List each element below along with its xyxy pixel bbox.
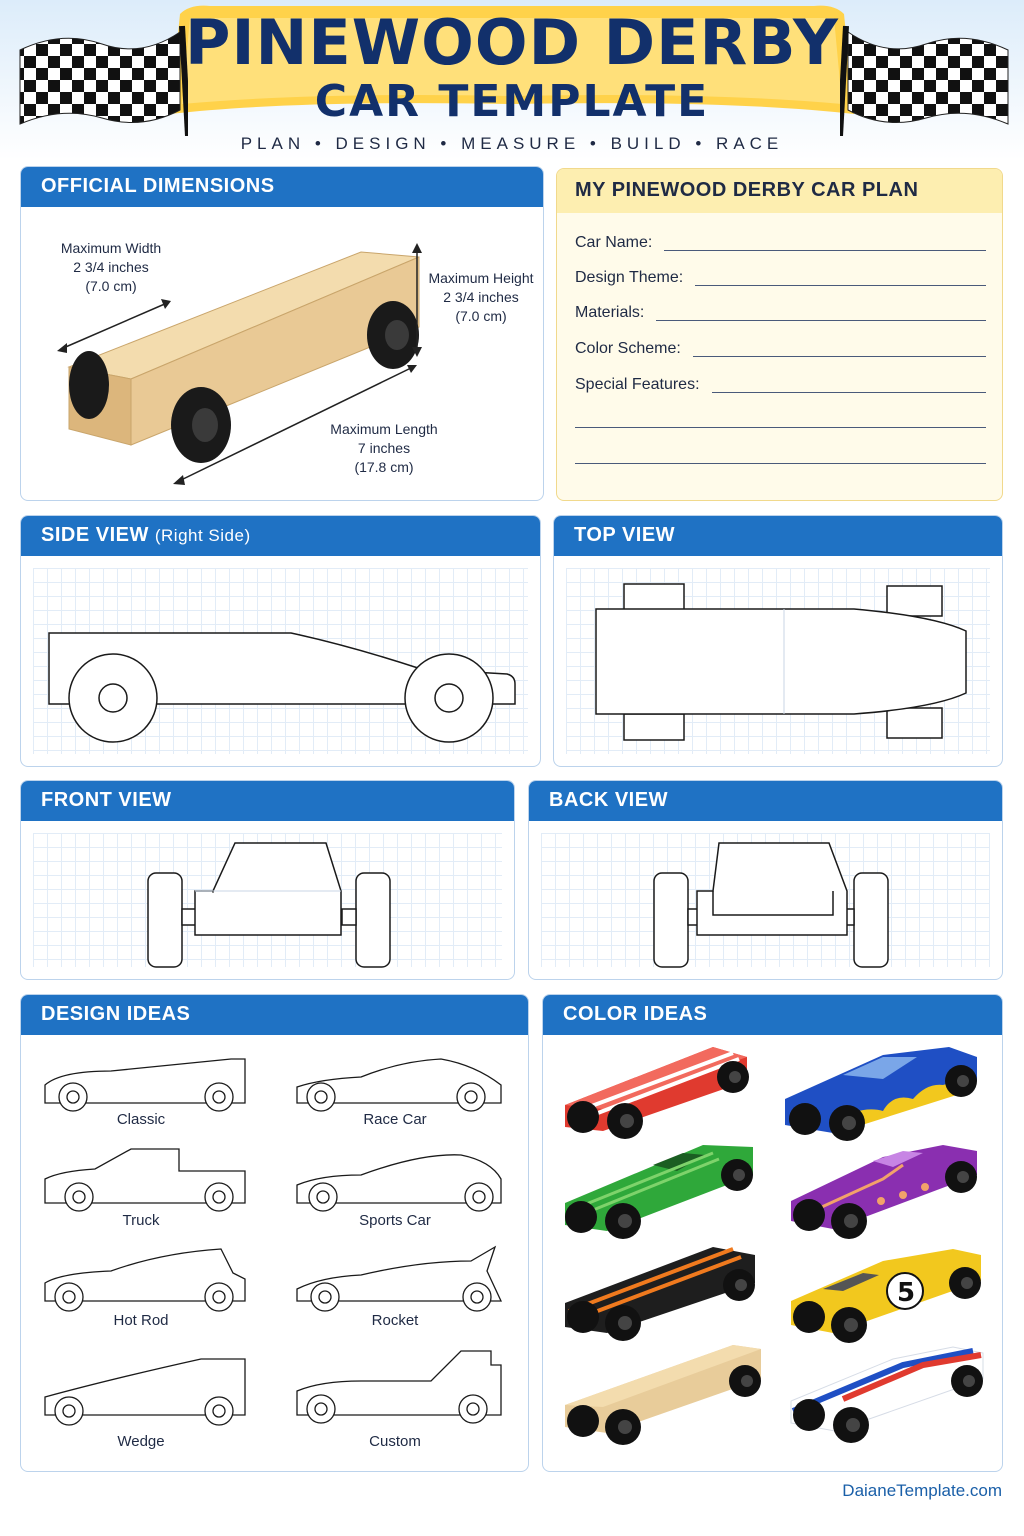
color-ideas-cars: 5 (565, 1047, 984, 1445)
top-view-panel: TOP VIEW (553, 515, 1003, 767)
top-view-outline (595, 583, 967, 741)
materials-field[interactable]: Materials: (575, 299, 986, 325)
design-idea-sports-car: Sports Car (359, 1212, 431, 1229)
front-view-panel: FRONT VIEW (20, 780, 515, 980)
design-idea-hot-rod: Hot Rod (113, 1312, 169, 1329)
side-view-heading: SIDE VIEW(Right Side) (21, 516, 540, 556)
red-car-icon (565, 1047, 749, 1139)
side-view-panel: SIDE VIEW(Right Side) (20, 515, 541, 767)
max-height-label: Maximum Height 2 3/4 inches (7.0 cm) (428, 270, 534, 324)
design-idea-race-car: Race Car (363, 1111, 427, 1128)
official-dimensions-heading: OFFICIAL DIMENSIONS (21, 167, 543, 207)
max-length-label: Maximum Length 7 inches (17.8 cm) (330, 421, 438, 475)
design-idea-truck: Truck (122, 1212, 160, 1229)
tagline: PLAN • DESIGN • MEASURE • BUILD • RACE (240, 134, 784, 153)
design-idea-custom: Custom (369, 1433, 421, 1450)
special-features-field[interactable]: Special Features: (575, 371, 986, 397)
black-orange-car-icon (565, 1247, 755, 1341)
design-ideas-heading: DESIGN IDEAS (21, 995, 528, 1035)
blue-flame-car-icon (785, 1047, 977, 1141)
purple-star-car-icon (791, 1145, 977, 1239)
car-plan-heading: MY PINEWOOD DERBY CAR PLAN (557, 169, 1002, 213)
design-ideas-sketches (44, 1058, 503, 1426)
max-width-label: Maximum Width 2 3/4 inches (7.0 cm) (60, 240, 162, 294)
back-view-panel: BACK VIEW (528, 780, 1003, 980)
color-scheme-field[interactable]: Color Scheme: (575, 335, 986, 361)
yellow-number-car-icon: 5 (791, 1249, 981, 1343)
header: PINEWOOD DERBY CAR TEMPLATE PLAN • DESIG… (0, 0, 1024, 160)
design-theme-field[interactable]: Design Theme: (575, 264, 986, 290)
page-title: PINEWOOD DERBY (185, 6, 839, 79)
color-ideas-panel: COLOR IDEAS (542, 994, 1003, 1472)
green-car-icon (565, 1145, 753, 1239)
patriotic-car-icon (790, 1346, 984, 1443)
notes-line[interactable] (575, 427, 986, 428)
top-view-heading: TOP VIEW (554, 516, 1002, 556)
checkered-flag-right-icon (840, 25, 1009, 136)
footer-site[interactable]: DaianeTemplate.com (842, 1481, 1002, 1500)
pinewood-block-illustration (57, 243, 422, 485)
back-view-heading: BACK VIEW (529, 781, 1002, 821)
design-ideas-panel: DESIGN IDEAS (20, 994, 529, 1472)
design-idea-rocket: Rocket (371, 1312, 419, 1329)
color-ideas-heading: COLOR IDEAS (543, 995, 1002, 1035)
checkered-flag-left-icon (19, 25, 188, 136)
back-view-outline (653, 842, 889, 968)
notes-line[interactable] (575, 463, 986, 464)
front-view-outline (147, 842, 391, 968)
design-idea-wedge: Wedge (117, 1433, 165, 1450)
front-view-heading: FRONT VIEW (21, 781, 514, 821)
svg-text:5: 5 (897, 1278, 915, 1308)
design-idea-classic: Classic (116, 1111, 166, 1128)
side-view-outline (48, 632, 516, 743)
natural-wood-car-icon (565, 1345, 761, 1445)
page-subtitle: CAR TEMPLATE (314, 76, 710, 127)
car-plan-panel: MY PINEWOOD DERBY CAR PLAN Car Name: Des… (556, 168, 1003, 501)
official-dimensions-panel: OFFICIAL DIMENSIONS Maximum Width 2 3/4 … (20, 166, 544, 501)
title-banner (170, 5, 854, 115)
car-name-field[interactable]: Car Name: (575, 229, 986, 255)
